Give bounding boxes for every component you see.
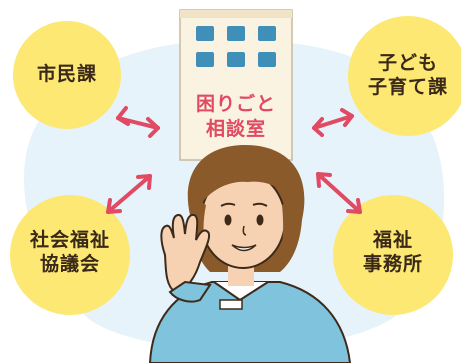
node-shakai-line1: 社会福祉 [29,229,110,251]
node-kodomo-line1: 子ども [377,52,438,74]
circle-shakai [10,195,130,315]
center-line2: 相談室 [205,117,266,140]
building-windows [196,26,276,67]
circle-shimin [13,21,121,129]
center-office-label: 困りごと 相談室 [180,92,292,141]
node-kodomo-label: 子ども 子育て課 [350,52,461,100]
circle-fukushi [333,195,453,315]
node-shakai-label: 社会福祉 協議会 [12,229,128,277]
arrow-shimin [116,106,160,138]
person-illustration [148,145,352,363]
node-fukushi-label: 福祉 事務所 [335,229,451,277]
node-shakai-line2: 協議会 [39,252,100,275]
circle-kodomo [348,16,461,136]
node-kodomo-line2: 子育て課 [367,75,448,98]
node-fukushi-line1: 福祉 [372,229,413,251]
node-shimin-line1: 市民課 [36,63,97,85]
node-fukushi-line2: 事務所 [362,252,423,275]
node-shimin-label: 市民課 [17,63,117,87]
arrow-shakai [106,174,152,214]
center-line1: 困りごと [195,93,276,115]
arrow-kodomo [312,108,354,137]
arrow-fukushi [316,172,362,214]
